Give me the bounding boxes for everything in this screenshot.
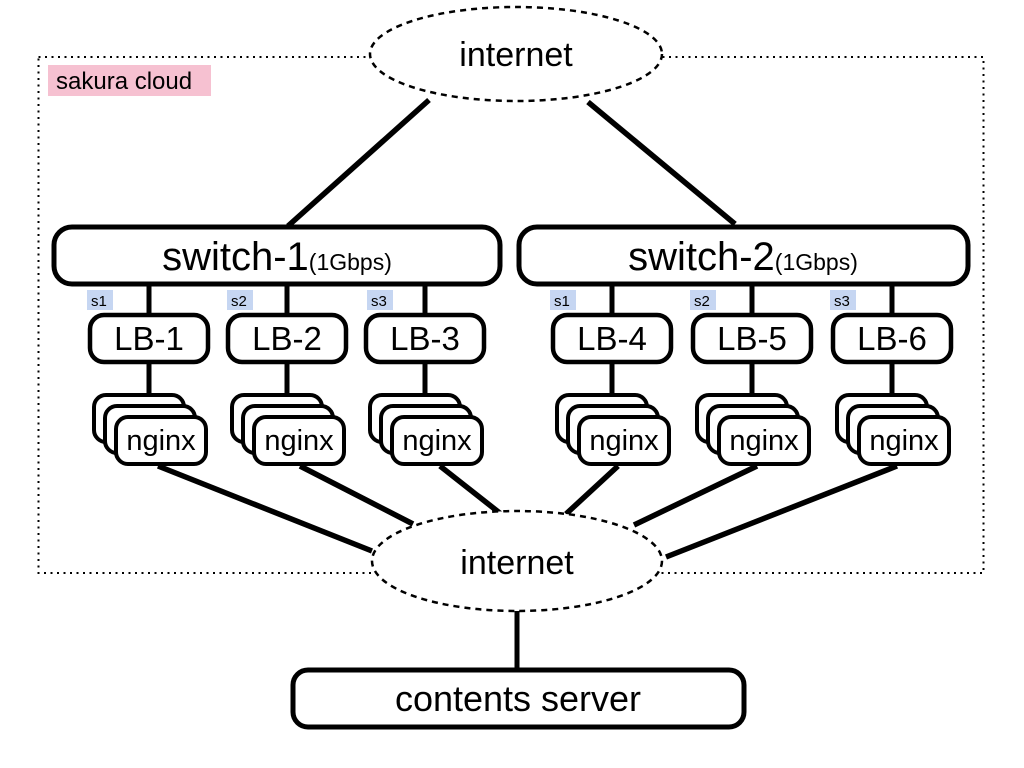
- nginx-stack-6: nginx: [835, 393, 951, 466]
- port-badge-s1-switch2: [550, 290, 576, 310]
- lb-4-node: [550, 312, 674, 365]
- nginx-stack-1-front: [114, 415, 208, 466]
- switch-2-label: switch-2(1Gbps): [628, 235, 858, 279]
- switch-1-label: switch-1(1Gbps): [162, 235, 392, 279]
- port-label-s2-switch2: s2: [694, 293, 710, 310]
- port-label-s2-switch1: s2: [231, 293, 247, 310]
- switch-1-node: [51, 224, 503, 287]
- contents-server-label: contents server: [395, 678, 641, 719]
- link-nginx5-internet: [632, 463, 759, 528]
- lb-5-node: [690, 312, 814, 365]
- switch-2-speed: (1Gbps): [775, 249, 858, 275]
- internet-bottom-label: internet: [460, 544, 574, 582]
- nginx-stack-6-front: [857, 415, 951, 466]
- nginx-stack-6-label: nginx: [869, 425, 939, 457]
- switch-1-speed: (1Gbps): [309, 249, 392, 275]
- link-nginx3-internet: [438, 463, 503, 517]
- lb-2-node: [225, 312, 349, 365]
- sakura-cloud-label: sakura cloud: [56, 68, 192, 95]
- port-badge-s2-switch1: [227, 290, 253, 310]
- switch-1-name: switch-1: [162, 235, 309, 279]
- switch-2-name: switch-2: [628, 235, 775, 279]
- port-label-s1-switch2: s1: [554, 293, 570, 310]
- port-badge-s3-switch2: [830, 290, 856, 310]
- link-internet-switch1: [286, 97, 431, 229]
- port-label-s1-switch1: s1: [91, 293, 107, 310]
- lb-6-label: LB-6: [857, 320, 927, 357]
- nginx-stack-4-front: [577, 415, 671, 466]
- nginx-stack-5: nginx: [695, 393, 811, 466]
- nginx-stack-3-label: nginx: [402, 425, 472, 457]
- link-nginx4-internet: [564, 463, 620, 517]
- link-nginx6-internet: [664, 463, 899, 560]
- switch-2-node: [516, 224, 971, 287]
- port-label-s3-switch1: s3: [371, 293, 387, 310]
- nginx-stack-4: nginx: [555, 393, 671, 466]
- lb-6-node: [830, 312, 954, 365]
- link-internet-switch2: [586, 99, 737, 227]
- sakura-cloud-boundary: [37, 56, 985, 574]
- contents-server-node: [290, 667, 747, 730]
- nginx-stack-4-label: nginx: [589, 425, 659, 457]
- nginx-stack-3-front: [390, 415, 484, 466]
- nginx-stack-1: nginx: [92, 393, 208, 466]
- internet-top-label: internet: [459, 36, 573, 74]
- sakura-cloud-label-bg: [48, 65, 211, 96]
- lb-2-label: LB-2: [252, 320, 322, 357]
- nginx-stack-2-label: nginx: [264, 425, 334, 457]
- nginx-stack-5-front: [717, 415, 811, 466]
- nginx-stack-2-front: [252, 415, 346, 466]
- internet-cloud-bottom: [370, 509, 664, 613]
- nginx-stack-1-label: nginx: [126, 425, 196, 457]
- port-badge-s1-switch1: [87, 290, 113, 310]
- lb-3-label: LB-3: [390, 320, 460, 357]
- nginx-stack-3: nginx: [368, 393, 484, 466]
- lb-1-label: LB-1: [114, 320, 184, 357]
- lb-5-label: LB-5: [717, 320, 787, 357]
- port-label-s3-switch2: s3: [834, 293, 850, 310]
- port-badge-s3-switch1: [367, 290, 393, 310]
- nginx-stack-2: nginx: [230, 393, 346, 466]
- nginx-stack-5-label: nginx: [729, 425, 799, 457]
- lb-3-node: [363, 312, 487, 365]
- port-badge-s2-switch2: [690, 290, 716, 310]
- link-nginx2-internet: [298, 463, 415, 527]
- internet-cloud-top: [368, 5, 664, 103]
- link-nginx1-internet: [156, 463, 374, 554]
- lb-1-node: [87, 312, 211, 365]
- lb-4-label: LB-4: [577, 320, 647, 357]
